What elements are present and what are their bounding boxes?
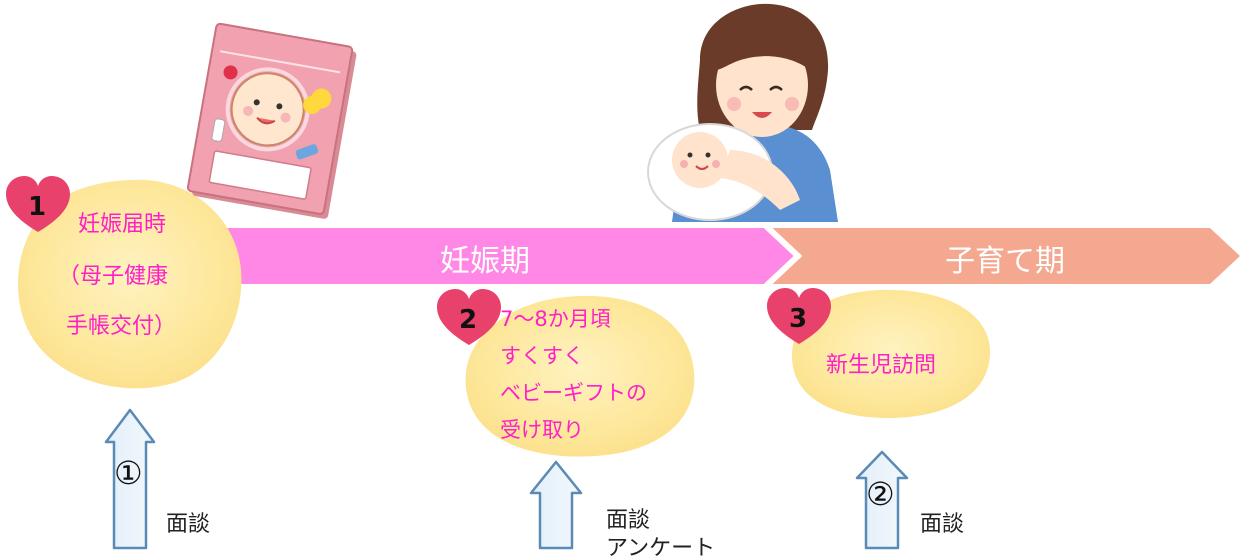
milestone-blob-3 [792,289,990,418]
interview-label-3: 面談 [920,512,965,537]
up-arrow-3 [855,450,909,550]
up-arrow-1 [104,408,156,550]
milestone-number-3: 3 [789,304,808,334]
milestone-1-line-1: 妊娠届時 [78,212,167,237]
interview-marker-1: ① [114,454,143,492]
interview-label-1: 面談 [166,512,211,537]
heart-icon-1 [6,176,70,232]
mother-holding-baby-illustration [647,3,838,222]
heart-icon-3 [767,288,831,344]
pregnancy-period-label: 妊娠期 [440,244,530,279]
milestone-blob-2 [465,295,695,457]
milestone-number-2: 2 [459,305,478,335]
pregnancy-band [225,228,800,284]
milestone-1-line-3: 手帳交付） [66,314,177,339]
interview-label-2: 面談 [606,508,651,533]
survey-label-2: アンケート [606,536,716,559]
childcare-band [770,228,1240,284]
mother-child-handbook-illustration [186,22,357,219]
up-arrow-2 [529,460,583,550]
milestone-2-line-1: 7～8か月頃 [500,307,611,331]
milestone-2-line-4: 受け取り [500,418,584,442]
milestone-2-line-2: すくすく [500,344,584,368]
milestone-1-line-2: （母子健康 [58,264,169,289]
milestone-blob-1 [18,179,242,389]
milestone-3-line-1: 新生児訪問 [826,353,937,378]
interview-marker-2: ② [866,475,895,513]
milestone-number-1: 1 [28,192,47,222]
heart-icon-2 [437,289,501,345]
childcare-period-label: 子育て期 [945,244,1065,279]
milestone-2-line-3: ベビーギフトの [500,381,647,405]
